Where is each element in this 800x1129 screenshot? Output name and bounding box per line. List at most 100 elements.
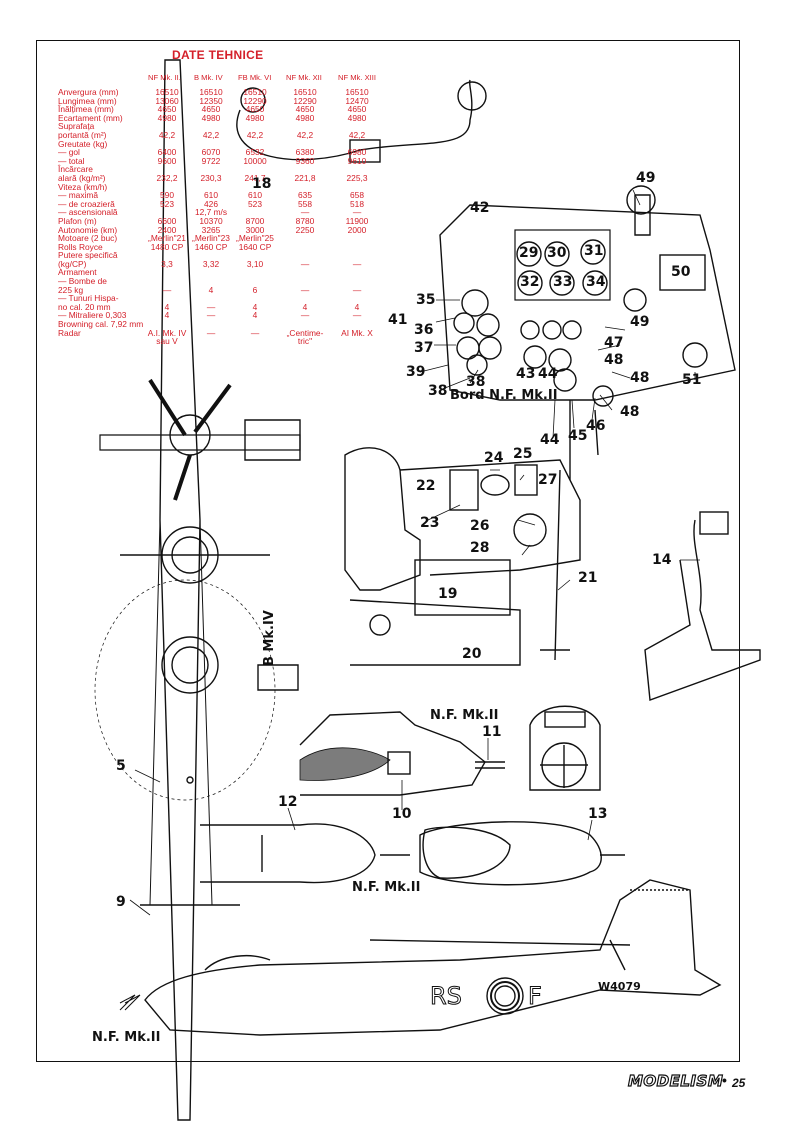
magazine-logo: MODELISM: [627, 1071, 724, 1090]
col-header: FB Mk. VI: [238, 73, 272, 82]
spec-cell: 6400: [157, 147, 177, 158]
spec-row-label: — gol: [58, 147, 80, 158]
spec-cell: 610: [248, 190, 262, 201]
callout-20: 23: [420, 515, 440, 531]
callout-35: 38: [466, 374, 486, 390]
spec-cell: 232,2: [156, 172, 178, 183]
spec-cell: 1480 CP: [150, 241, 184, 252]
callout-11: 11: [482, 724, 502, 740]
plan-view-aircraft: [94, 59, 301, 1121]
caption-b-mk4: B Mk.IV: [262, 610, 277, 666]
callout-47: 48: [620, 404, 640, 420]
spec-row-label: Motoare (2 buc): [58, 233, 118, 244]
callout-36: 38: [428, 383, 448, 399]
col-header: NF Mk. XII: [286, 73, 322, 82]
spec-cell: 12290: [293, 95, 317, 106]
spec-cell: AI Mk. X: [341, 327, 373, 338]
callout-42: 45: [568, 428, 588, 444]
spec-row-label: Ecartament (mm): [58, 112, 123, 123]
spec-row-label: portantă (m²): [58, 129, 107, 140]
spec-cell: 2000: [347, 224, 367, 235]
spec-cell: 4980: [157, 112, 177, 123]
callout-34: 37: [414, 340, 434, 356]
spec-cell: 4650: [201, 104, 221, 115]
spec-cell: 4: [252, 301, 258, 312]
callout-45: 48: [604, 352, 624, 368]
spec-cell: 4: [208, 284, 214, 295]
caption-bord: Bord N.F. Mk.II: [450, 388, 558, 403]
spec-cell: 6070: [201, 147, 221, 158]
spec-cell: 10370: [199, 215, 223, 226]
spec-cell: 13060: [155, 95, 179, 106]
callout-14: 14: [652, 552, 672, 568]
spec-cell: 6600: [157, 215, 177, 226]
spec-cell: 12,7 m/s: [194, 207, 228, 218]
callout-25: 28: [470, 540, 490, 556]
callout-23: 26: [470, 518, 490, 534]
code-letters: RS: [430, 982, 463, 1011]
spec-cell: 221,8: [294, 172, 316, 183]
spec-cell: 16510: [243, 87, 267, 97]
spec-cell: 3,10: [246, 258, 264, 269]
callout-13: 13: [588, 806, 608, 822]
spec-cell: 4: [354, 301, 360, 312]
spec-row-label: Browning cal. 7,92 mm: [58, 319, 144, 330]
spec-row-label: Lungimea (mm): [58, 95, 117, 106]
spec-cell: A.I. Mk. IV: [147, 327, 187, 338]
spec-cell: 42,2: [246, 129, 264, 140]
spec-cell: „Centime-: [286, 327, 324, 338]
spec-cell: 2250: [295, 224, 315, 235]
spec-cell: 42,2: [348, 129, 366, 140]
callout-30: 33: [553, 274, 573, 290]
handle-detail-14: [644, 511, 761, 701]
table-title: DATE TEHNICE: [172, 48, 264, 62]
callout-38: 42: [470, 200, 490, 216]
spec-cell: „Merlin"25: [236, 233, 274, 244]
spec-cell: 8780: [295, 215, 315, 226]
spec-cell: 2400: [157, 224, 177, 235]
spec-row-label: Suprafața: [58, 121, 95, 132]
spec-cell: 518: [350, 198, 364, 209]
nose-front-view: [529, 705, 601, 791]
callout-17: 20: [462, 646, 482, 662]
spec-row-label: — de croazieră: [58, 198, 115, 209]
spec-cell: 225,3: [346, 172, 368, 183]
spec-row-label: Viteza (km/h): [58, 181, 108, 192]
callout-15: 18: [252, 176, 272, 192]
spec-row-label: 225 kg: [58, 284, 84, 295]
leader-lines: [129, 189, 700, 916]
callout-33: 36: [414, 322, 434, 338]
callout-38b: 41: [388, 312, 408, 328]
spec-cell: 4: [164, 301, 170, 312]
page-frame: [36, 40, 740, 1062]
spec-cell: —: [206, 310, 216, 321]
spec-cell: 4650: [295, 104, 315, 115]
roundel: [490, 981, 520, 1011]
spec-cell: 4650: [157, 104, 177, 115]
spec-cell: 4980: [295, 112, 315, 123]
spec-cell: 12470: [345, 95, 369, 106]
spec-cell: 635: [298, 190, 312, 201]
spec-cell: tric": [297, 336, 313, 347]
spec-cell: 12290: [243, 95, 267, 106]
spec-cell: —: [300, 258, 310, 269]
spec-row-label: — ascensională: [58, 207, 118, 218]
spec-cell: —: [352, 207, 362, 218]
spec-row-label: Putere specifică: [58, 250, 118, 261]
callout-48: 49: [636, 170, 656, 186]
spec-cell: 6980: [347, 147, 367, 158]
spec-cell: —: [162, 284, 172, 295]
spec-cell: 3,32: [202, 258, 220, 269]
callout-21: 24: [484, 450, 504, 466]
callout-10: 10: [392, 806, 412, 822]
spec-row-label: Armament: [58, 267, 97, 278]
spec-cell: 4: [164, 310, 170, 321]
spec-cell: —: [206, 327, 216, 338]
spec-cell: 4650: [245, 104, 265, 115]
spec-cell: 16510: [199, 87, 223, 97]
spec-row-label: — total: [58, 155, 85, 166]
spec-cell: 4: [302, 301, 308, 312]
spec-cell: —: [300, 207, 310, 218]
cockpit-interior: [344, 447, 581, 666]
callout-44: 47: [604, 335, 624, 351]
